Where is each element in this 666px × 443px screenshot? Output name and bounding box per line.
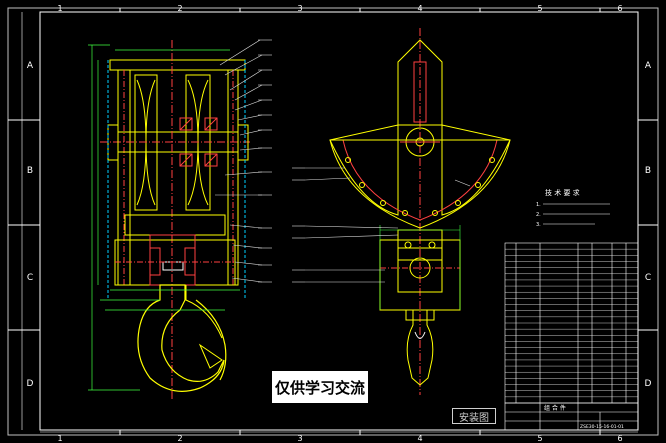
row-labels-left: A B C D — [27, 61, 34, 389]
side-view — [292, 28, 511, 395]
col-label-bottom-3: 3 — [297, 434, 302, 443]
tech-req-title: 技 术 要 求 — [545, 188, 580, 197]
col-label-4: 4 — [417, 4, 422, 13]
bearing-blocks — [179, 117, 218, 167]
col-label-bottom-2: 2 — [177, 434, 182, 443]
col-label-bottom-6: 6 — [617, 434, 622, 443]
tech-req-line-1: 1. — [536, 202, 541, 208]
row-label-b: B — [27, 166, 33, 176]
watermark-label: 仅供学习交流 — [272, 371, 368, 403]
title-block — [504, 402, 639, 431]
parts-list-rows — [505, 248, 638, 398]
row-labels-right: A B C D — [645, 61, 652, 389]
row-label-right-a: A — [645, 61, 652, 71]
col-label-5: 5 — [537, 4, 542, 13]
column-labels-bottom: 1 2 3 4 5 6 — [57, 434, 622, 443]
col-label-1: 1 — [57, 4, 62, 13]
side-leaders — [304, 167, 399, 283]
front-callout-marks — [258, 39, 272, 283]
side-top-plate — [397, 39, 443, 126]
front-dimension-lines — [88, 44, 240, 391]
col-label-bottom-1: 1 — [57, 434, 62, 443]
col-label-bottom-5: 5 — [537, 434, 542, 443]
side-hook — [406, 309, 434, 386]
parts-table-title: 组 合 件 — [544, 404, 566, 412]
col-label-3: 3 — [297, 4, 302, 13]
drawing-name-stamp: 安装图 — [452, 408, 496, 424]
row-label-d: D — [27, 379, 34, 389]
tech-req-line-2: 2. — [536, 212, 541, 218]
drawing-frame — [7, 7, 659, 436]
tech-req-line-3: 3. — [536, 222, 541, 228]
crosshead — [124, 214, 226, 236]
row-label-right-d: D — [645, 379, 652, 389]
front-leaders — [215, 39, 263, 283]
col-label-bottom-4: 4 — [417, 434, 422, 443]
row-label-right-b: B — [645, 166, 651, 176]
row-label-c: C — [27, 273, 33, 283]
guard-bolts — [345, 157, 495, 216]
column-labels-top: 1 2 3 4 5 6 — [57, 4, 622, 13]
col-label-2: 2 — [177, 4, 182, 13]
hook-body — [137, 284, 225, 392]
col-label-6: 6 — [617, 4, 622, 13]
row-label-right-c: C — [645, 273, 651, 283]
technical-requirements: 技 术 要 求 1. 2. 3. — [536, 188, 610, 228]
side-guard-fan — [329, 124, 399, 216]
row-label-a: A — [27, 61, 34, 71]
drawing-number: ZSE30-15-16-01-01 — [580, 424, 624, 430]
top-crossbeam — [109, 59, 246, 71]
front-view — [88, 39, 272, 400]
side-callout-marks — [292, 167, 305, 283]
